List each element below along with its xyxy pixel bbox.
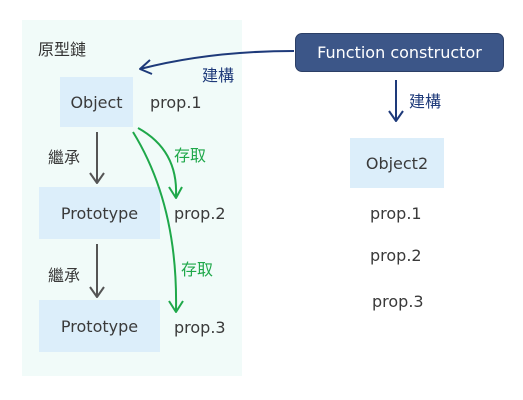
prototype-box-2: Prototype bbox=[39, 300, 160, 352]
function-constructor-node: Function constructor bbox=[295, 33, 504, 72]
inherit-arrow-2-head bbox=[89, 286, 105, 298]
inherit-label-2: 繼承 bbox=[48, 266, 81, 285]
access-arrow-2-head bbox=[168, 300, 184, 313]
build-arrow-to-object2-head bbox=[388, 110, 404, 122]
prototype2-prop-3: prop.3 bbox=[174, 318, 226, 337]
access-arrow-1-head bbox=[168, 186, 183, 199]
build-arrow-to-object bbox=[139, 50, 295, 70]
inherit-arrow-1-head bbox=[89, 172, 105, 184]
access-label-1: 存取 bbox=[174, 146, 207, 165]
access-arrow-2 bbox=[132, 131, 178, 311]
object2-prop-2: prop.2 bbox=[370, 246, 422, 265]
prototype-box-1: Prototype bbox=[39, 187, 160, 239]
object-prop-1: prop.1 bbox=[150, 93, 202, 112]
object-box: Object bbox=[60, 77, 133, 127]
object2-prop-1: prop.1 bbox=[370, 204, 422, 223]
object2-prop-3: prop.3 bbox=[372, 292, 424, 311]
access-label-2: 存取 bbox=[181, 260, 214, 279]
build-label-down: 建構 bbox=[409, 92, 442, 111]
build-label-left: 建構 bbox=[202, 66, 235, 85]
object2-box: Object2 bbox=[350, 138, 444, 188]
build-arrow-to-object-head bbox=[139, 59, 153, 75]
access-arrow-1 bbox=[137, 127, 178, 197]
inherit-label-1: 繼承 bbox=[48, 148, 81, 167]
prototype1-prop-2: prop.2 bbox=[174, 204, 226, 223]
panel-title: 原型鏈 bbox=[38, 40, 87, 59]
